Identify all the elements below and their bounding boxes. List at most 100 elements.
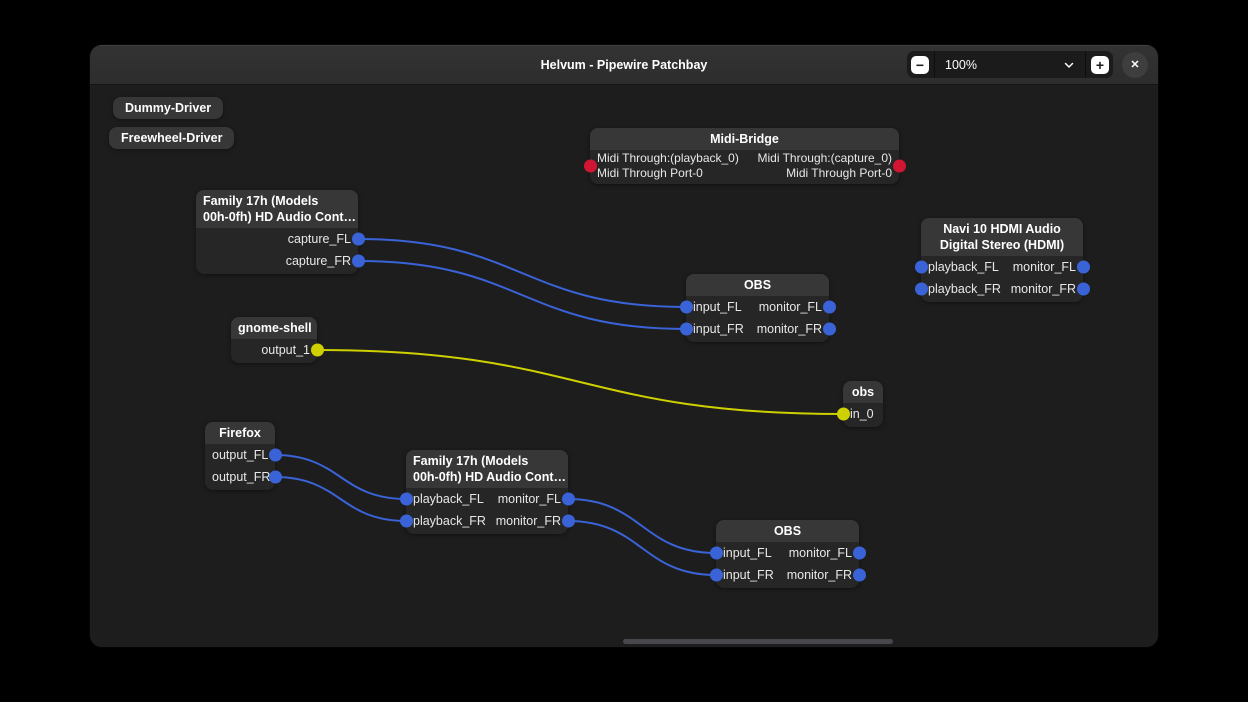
port-dot-icon[interactable] — [836, 407, 850, 421]
node-family-hd-audio-2[interactable]: Family 17h (Models 00h-0fh) HD Audio Con… — [399, 450, 575, 534]
connection-curve[interactable] — [274, 454, 407, 500]
port-dot-icon[interactable] — [399, 492, 413, 506]
port-playback_FL[interactable]: playback_FL — [413, 491, 484, 506]
connection-curve[interactable] — [274, 476, 407, 522]
port-dot-icon[interactable] — [561, 514, 575, 528]
node-title: obs — [843, 381, 883, 403]
port-dot-icon[interactable] — [822, 322, 836, 336]
port-dot-icon[interactable] — [914, 260, 928, 274]
port-dot-icon[interactable] — [679, 322, 693, 336]
port-output_1[interactable]: output_1 — [261, 342, 310, 357]
node-body: Midi Through:(playback_0) Midi Through P… — [583, 150, 906, 184]
connection-curve[interactable] — [357, 260, 687, 330]
close-icon: ✕ — [1130, 59, 1140, 71]
port-input_FL[interactable]: input_FL — [693, 299, 742, 314]
port-dot-icon[interactable] — [351, 232, 365, 246]
port-midi_capture_0[interactable]: Midi Through:(capture_0) Midi Through Po… — [757, 151, 892, 180]
port-dot-icon[interactable] — [561, 492, 575, 506]
port-dot-icon[interactable] — [1076, 282, 1090, 296]
port-dot-icon[interactable] — [709, 568, 723, 582]
node-family-hd-audio-1[interactable]: Family 17h (Models 00h-0fh) HD Audio Con… — [196, 190, 365, 274]
port-dot-icon[interactable] — [268, 448, 282, 462]
port-row: output_1 — [231, 339, 324, 361]
port-monitor_FL[interactable]: monitor_FL — [497, 491, 561, 506]
port-row: playback_FR monitor_FR — [914, 278, 1090, 300]
close-button[interactable]: ✕ — [1122, 51, 1148, 78]
port-dot-icon[interactable] — [268, 470, 282, 484]
port-input_FR[interactable]: input_FR — [723, 567, 774, 582]
port-monitor_FL[interactable]: monitor_FL — [788, 545, 852, 560]
node-body: input_FL monitor_FL input_FR monitor_FR — [679, 296, 836, 342]
connection-curve[interactable] — [567, 520, 717, 576]
port-capture_FR[interactable]: capture_FR — [285, 253, 351, 268]
node-obs-mini[interactable]: obs in_0 — [836, 381, 883, 427]
zoom-out-button[interactable]: − — [911, 55, 929, 74]
node-title: Firefox — [205, 422, 275, 444]
separator — [934, 51, 935, 78]
port-playback_FR[interactable]: playback_FR — [928, 281, 1001, 296]
port-dot-icon[interactable] — [709, 546, 723, 560]
titlebar-controls: − 100% + ✕ — [907, 51, 1148, 78]
node-body: in_0 — [836, 403, 883, 427]
chevron-down-icon[interactable] — [1062, 58, 1076, 72]
port-row: input_FL monitor_FL — [679, 296, 836, 318]
node-freewheel-driver[interactable]: Freewheel-Driver — [109, 127, 235, 149]
port-dot-icon[interactable] — [914, 282, 928, 296]
port-row: input_FR monitor_FR — [679, 318, 836, 340]
port-dot-icon[interactable] — [351, 254, 365, 268]
port-midi_playback_0[interactable]: Midi Through:(playback_0) Midi Through P… — [597, 151, 739, 180]
node-title: Family 17h (Models 00h-0fh) HD Audio Con… — [196, 190, 358, 228]
port-dot-icon[interactable] — [822, 300, 836, 314]
port-row: output_FL — [205, 444, 282, 466]
separator — [1085, 51, 1086, 78]
zoom-level-value[interactable]: 100% — [945, 57, 977, 72]
port-input_FR[interactable]: input_FR — [693, 321, 744, 336]
port-row: input_FR monitor_FR — [709, 564, 866, 586]
node-obs-2[interactable]: OBS input_FL monitor_FL input_FR monitor_FR — [709, 520, 866, 588]
port-capture_FL[interactable]: capture_FL — [287, 231, 351, 246]
port-monitor_FL[interactable]: monitor_FL — [1012, 259, 1076, 274]
port-dot-icon[interactable] — [583, 159, 597, 173]
node-firefox[interactable]: Firefox output_FL output_FR — [205, 422, 282, 490]
window-title: Helvum - Pipewire Patchbay — [540, 57, 708, 72]
port-row: playback_FR monitor_FR — [399, 510, 575, 532]
port-dot-icon[interactable] — [1076, 260, 1090, 274]
port-row: Midi Through:(playback_0) Midi Through P… — [583, 150, 906, 182]
port-dot-icon[interactable] — [892, 159, 906, 173]
connection-curve[interactable] — [357, 238, 687, 308]
port-monitor_FL[interactable]: monitor_FL — [758, 299, 822, 314]
node-body: capture_FL capture_FR — [196, 228, 365, 274]
port-dot-icon[interactable] — [679, 300, 693, 314]
node-title: Dummy-Driver — [113, 97, 224, 119]
port-monitor_FR[interactable]: monitor_FR — [786, 567, 852, 582]
port-dot-icon[interactable] — [399, 514, 413, 528]
node-title: OBS — [716, 520, 859, 542]
node-navi-10-hdmi[interactable]: Navi 10 HDMI Audio Digital Stereo (HDMI)… — [914, 218, 1090, 302]
connection-curve[interactable] — [316, 349, 844, 415]
port-monitor_FR[interactable]: monitor_FR — [1010, 281, 1076, 296]
horizontal-scrollbar[interactable] — [623, 639, 893, 644]
port-input_FL[interactable]: input_FL — [723, 545, 772, 560]
node-dummy-driver[interactable]: Dummy-Driver — [113, 97, 224, 119]
helvum-window: Helvum - Pipewire Patchbay − 100% + ✕ Du… — [90, 45, 1158, 647]
port-dot-icon[interactable] — [852, 568, 866, 582]
port-in_0[interactable]: in_0 — [850, 406, 874, 421]
port-row: capture_FL — [196, 228, 365, 250]
zoom-control-group: − 100% + — [907, 51, 1113, 78]
connection-curve[interactable] — [567, 498, 717, 554]
port-output_FL[interactable]: output_FL — [212, 447, 269, 462]
titlebar[interactable]: Helvum - Pipewire Patchbay − 100% + ✕ — [90, 45, 1158, 85]
port-playback_FR[interactable]: playback_FR — [413, 513, 486, 528]
port-dot-icon[interactable] — [310, 343, 324, 357]
port-playback_FL[interactable]: playback_FL — [928, 259, 999, 274]
node-title: Family 17h (Models 00h-0fh) HD Audio Con… — [406, 450, 568, 488]
zoom-in-button[interactable]: + — [1091, 55, 1109, 74]
port-output_FR[interactable]: output_FR — [212, 469, 271, 484]
port-dot-icon[interactable] — [852, 546, 866, 560]
port-monitor_FR[interactable]: monitor_FR — [756, 321, 822, 336]
port-monitor_FR[interactable]: monitor_FR — [495, 513, 561, 528]
